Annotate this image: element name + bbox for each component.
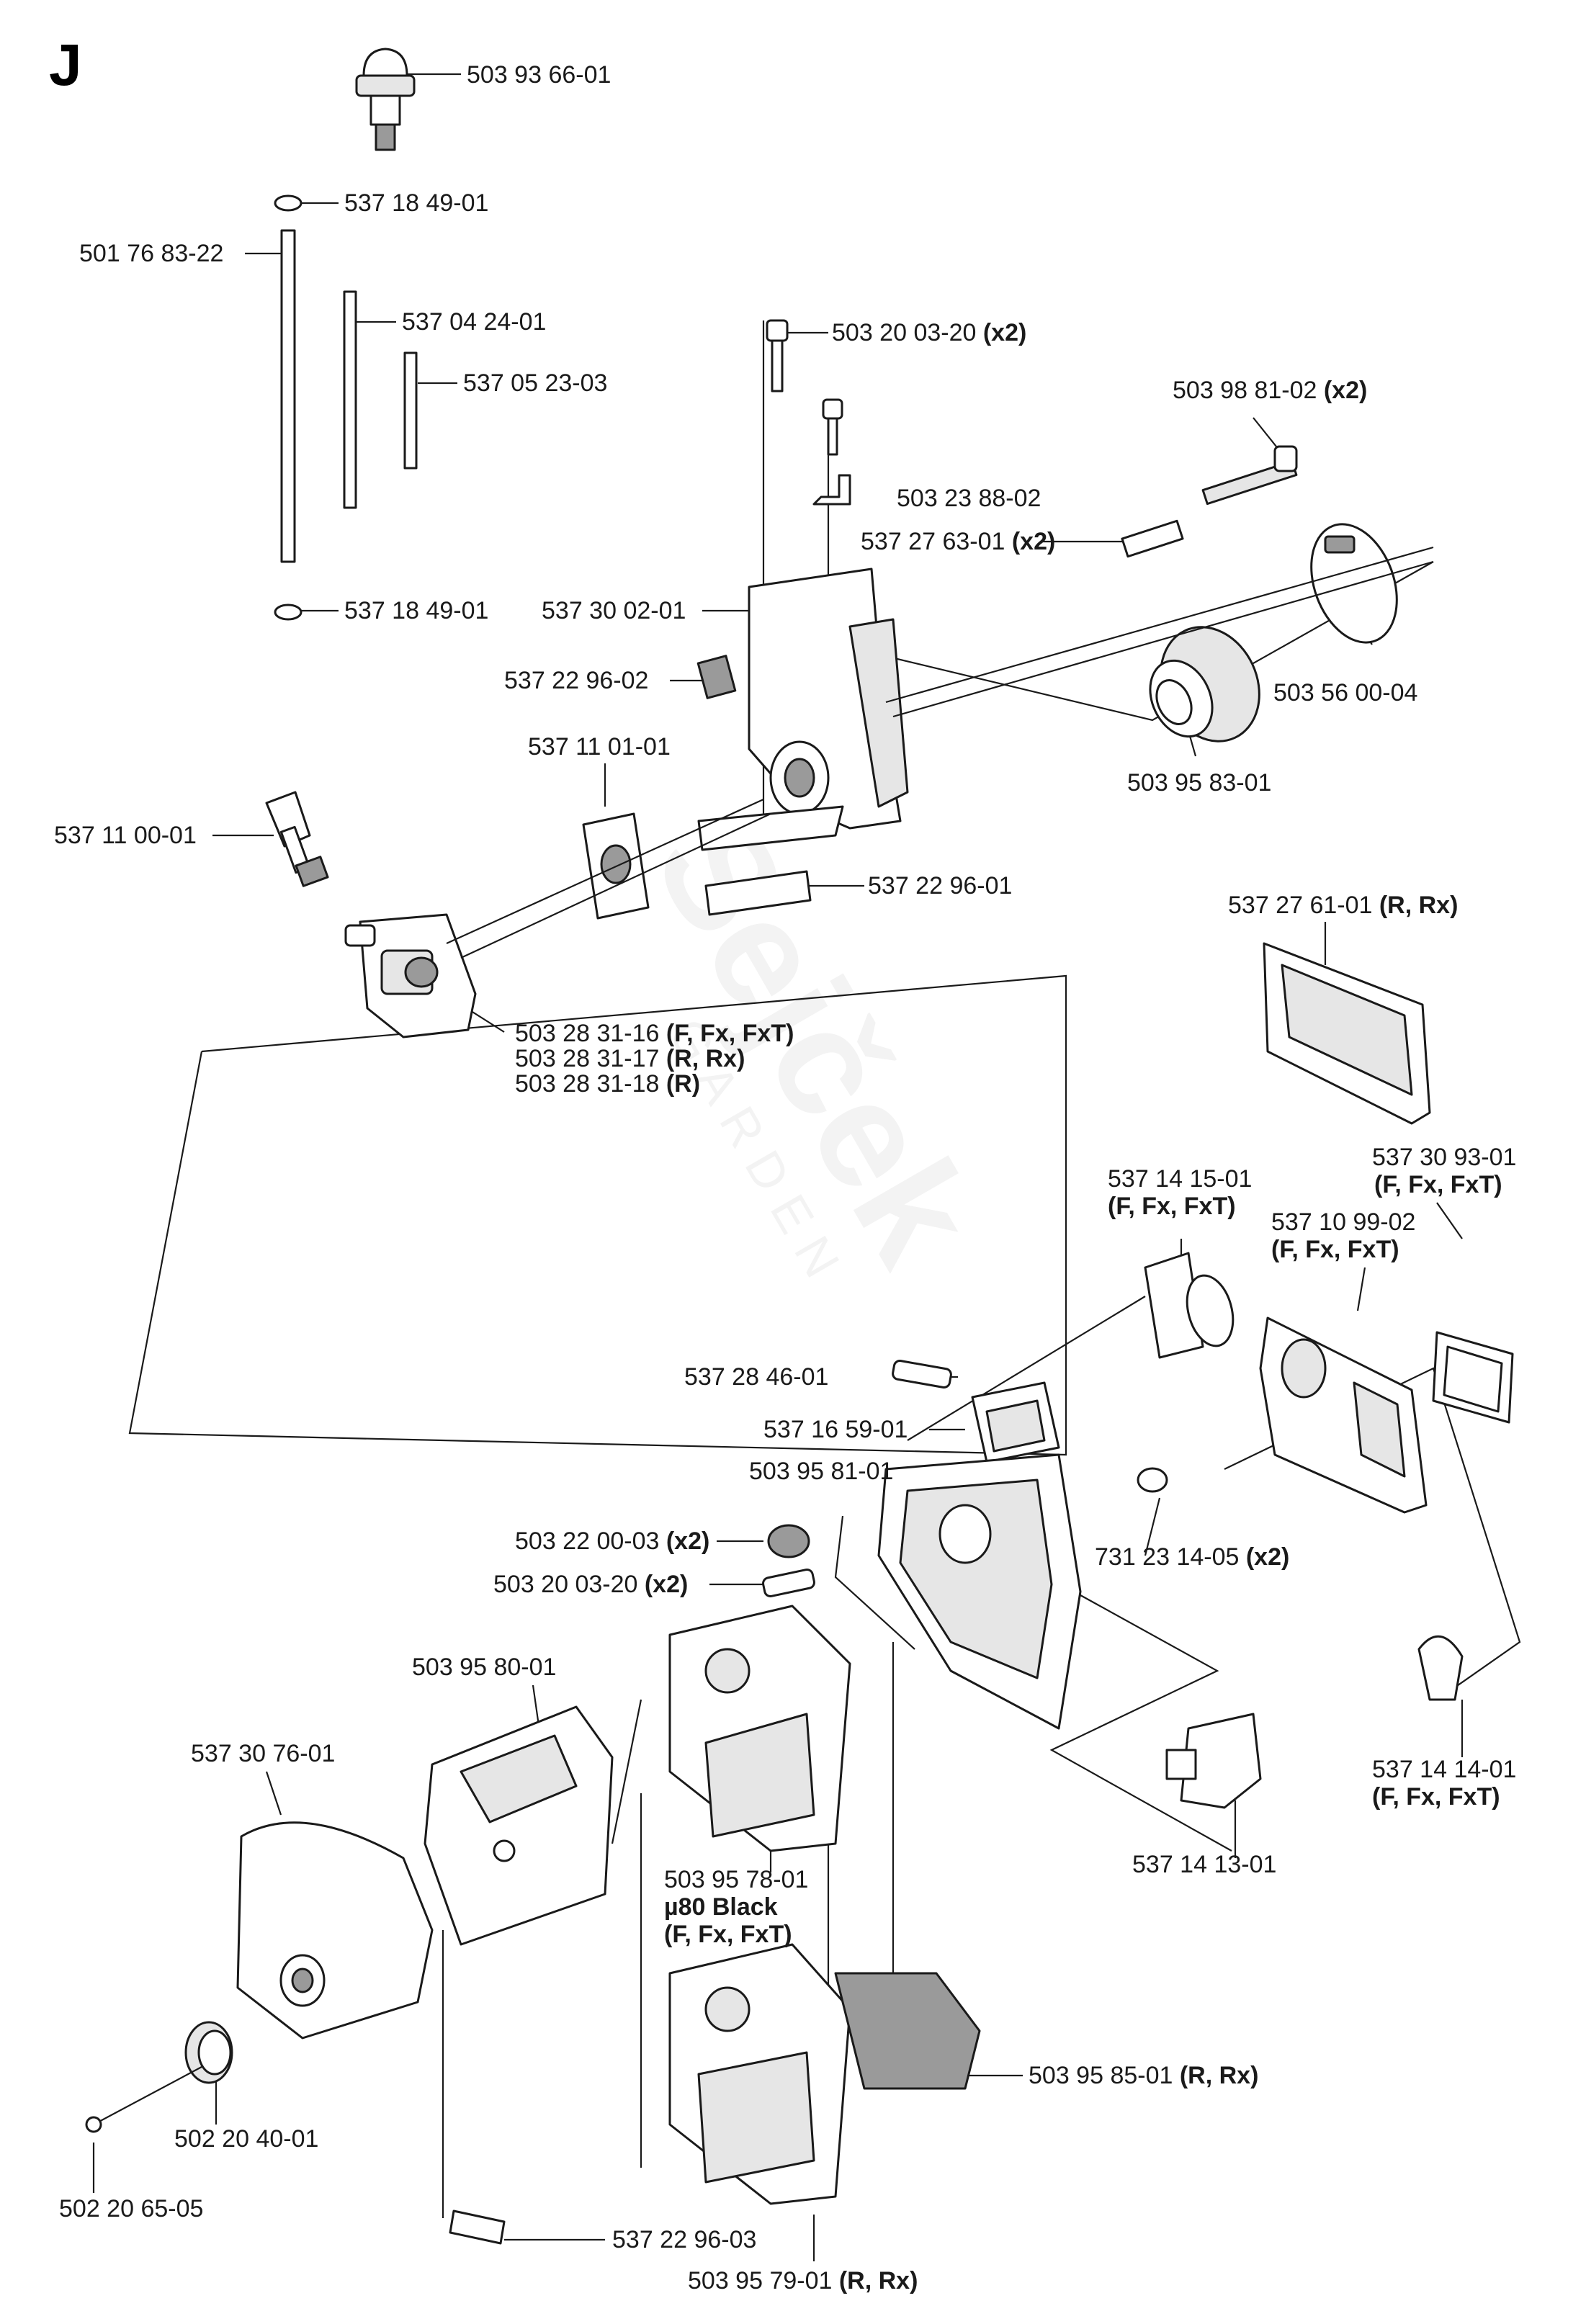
label-l44: 502 20 65-05 — [59, 2195, 203, 2222]
label-l08: 503 98 81-02 (x2) — [1173, 377, 1367, 404]
label-l01: 503 93 66-01 — [467, 61, 611, 89]
label-l05: 537 05 23-03 — [463, 369, 607, 397]
label-l36: 537 14 14-01 — [1372, 1756, 1516, 1783]
label-l39: 503 95 78-01 — [664, 1866, 808, 1893]
label-l18: 537 27 61-01 (R, Rx) — [1228, 892, 1458, 919]
nuts-screws-part — [762, 1524, 815, 1598]
label-l25: (F, Fx, FxT) — [1108, 1193, 1236, 1220]
choke-parts-part — [892, 1360, 1060, 1463]
filter-cover-rr-part — [1263, 942, 1431, 1125]
label-l16: 537 11 00-01 — [54, 822, 197, 849]
label-l21: 503 28 31-18 (R) — [515, 1070, 700, 1098]
label-l22: 537 30 93-01 — [1372, 1144, 1516, 1171]
filter-housing-part — [1259, 1316, 1428, 1514]
label-l19: 503 28 31-16 (F, Fx, FxT) — [515, 1020, 794, 1047]
label-l46: 503 95 79-01 (R, Rx) — [688, 2267, 918, 2294]
label-l04: 537 04 24-01 — [402, 308, 546, 336]
choke-lever-part — [265, 791, 329, 887]
cylinder-cover-rr-part — [668, 1943, 981, 2205]
label-l34: 503 95 80-01 — [412, 1654, 556, 1681]
section-letter: J — [49, 32, 82, 98]
label-l45: 537 22 96-03 — [612, 2226, 756, 2253]
label-l09: 503 23 88-02 — [897, 485, 1041, 512]
throttle-rod-part — [1121, 445, 1298, 558]
label-l23: (F, Fx, FxT) — [1374, 1171, 1502, 1198]
label-l11: 537 30 02-01 — [542, 597, 686, 624]
label-l17: 537 22 96-01 — [868, 872, 1012, 899]
label-l12: 537 22 96-02 — [504, 667, 648, 694]
gasket-part — [697, 805, 844, 916]
label-l02: 537 18 49-01 — [344, 189, 488, 217]
adapter-part — [1144, 1252, 1235, 1359]
label-l13: 503 56 00-04 — [1273, 679, 1417, 706]
label-l33: 503 20 03-20 (x2) — [493, 1571, 688, 1598]
label-l42: 503 95 85-01 (R, Rx) — [1029, 2062, 1258, 2089]
gasket-square-part — [1432, 1331, 1514, 1424]
filter-base-part — [877, 1453, 1168, 1730]
cover-knob-part — [85, 2021, 233, 2133]
label-l38: 537 14 13-01 — [1132, 1851, 1276, 1878]
cylinder-cover-fff-part — [668, 1605, 851, 1852]
label-l29: 537 16 59-01 — [763, 1416, 908, 1443]
carburetor-part — [344, 798, 771, 1038]
label-l20: 503 28 31-17 (R, Rx) — [515, 1045, 745, 1072]
throttle-trigger-part — [1165, 1713, 1262, 1809]
label-l31: 503 22 00-03 (x2) — [515, 1527, 709, 1555]
label-l43: 502 20 40-01 — [174, 2125, 318, 2153]
label-l24: 537 14 15-01 — [1108, 1165, 1252, 1193]
air-filter-cover-part — [236, 1821, 434, 2040]
hose-clamp-part — [1310, 523, 1398, 644]
label-l32: 731 23 14-05 (x2) — [1095, 1543, 1289, 1571]
label-l03: 501 76 83-22 — [79, 240, 223, 267]
air-filter-holder-part — [696, 567, 909, 830]
label-l15: 503 95 83-01 — [1127, 769, 1271, 797]
knob-part — [1417, 1635, 1464, 1701]
label-l35: 537 30 76-01 — [191, 1740, 335, 1767]
fuel-hoses-part — [274, 194, 418, 621]
primer-bulb-part — [355, 48, 416, 151]
label-l37: (F, Fx, FxT) — [1372, 1783, 1500, 1811]
label-l06: 537 18 49-01 — [344, 597, 488, 624]
fuel-line-main-part — [885, 546, 1434, 718]
air-filter-element-part — [424, 1705, 614, 1946]
strip-gasket-part — [449, 2209, 506, 2245]
label-l28: 537 28 46-01 — [684, 1363, 828, 1391]
label-l30: 503 95 81-01 — [749, 1458, 893, 1485]
label-l14: 537 11 01-01 — [528, 733, 671, 761]
label-l27: (F, Fx, FxT) — [1271, 1236, 1399, 1263]
intake-manifold-part — [1149, 626, 1260, 742]
label-l07: 503 20 03-20 (x2) — [832, 319, 1026, 346]
part-labels: 503 93 66-01 537 18 49-01 501 76 83-22 5… — [54, 61, 1516, 2294]
label-l26: 537 10 99-02 — [1271, 1208, 1415, 1236]
label-l10: 537 27 63-01 (x2) — [861, 528, 1055, 555]
screws-top-part — [766, 319, 851, 506]
label-l40: µ80 Black — [664, 1893, 778, 1921]
label-l41: (F, Fx, FxT) — [664, 1921, 792, 1948]
